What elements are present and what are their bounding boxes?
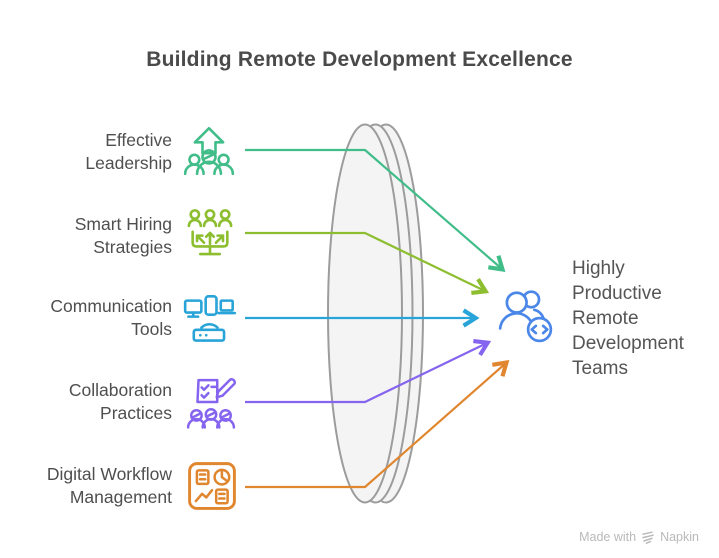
checklist-team-icon: [185, 377, 237, 429]
item-label-communication-tools: Communication Tools: [50, 296, 172, 339]
hiring-funnel-icon: [184, 208, 236, 260]
arrow-digital-workflow: [245, 359, 510, 489]
item-label-digital-workflow: Digital Workflow Management: [46, 464, 172, 507]
dashboard-icon: [187, 461, 237, 511]
output-label: Highly Productive Remote Development Tea…: [572, 258, 684, 379]
page-title: Building Remote Development Excellence: [146, 48, 573, 71]
arrow-collaboration-practices: [245, 338, 492, 404]
napkin-logo-icon: [642, 530, 654, 544]
lens-shape: [327, 123, 424, 504]
watermark-brand: Napkin: [660, 530, 699, 544]
watermark-prefix: Made with: [579, 530, 637, 544]
team-growth-icon: [183, 125, 235, 177]
team-code-icon: [496, 286, 554, 344]
item-label-collaboration-practices: Collaboration Practices: [68, 380, 172, 423]
item-label-effective-leadership: Effective Leadership: [85, 130, 172, 173]
napkin-watermark[interactable]: Made with Napkin: [579, 530, 699, 544]
arrow-smart-hiring: [245, 231, 490, 296]
devices-icon: [183, 294, 237, 344]
item-label-smart-hiring: Smart Hiring Strategies: [74, 214, 172, 257]
arrow-effective-leadership: [245, 148, 506, 272]
